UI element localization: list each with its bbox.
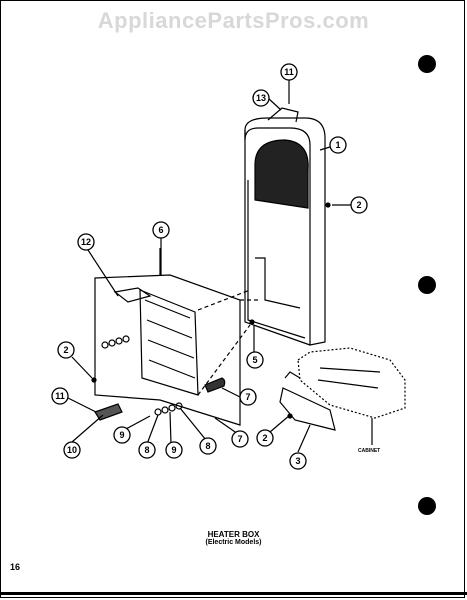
callout-11-left bbox=[51, 387, 69, 405]
bracket bbox=[279, 371, 336, 431]
callout-2-left bbox=[57, 341, 75, 359]
callout-9-a-label: 9 bbox=[119, 430, 124, 440]
callout-7-b-label: 7 bbox=[237, 434, 242, 444]
heater-element-plate bbox=[94, 248, 241, 426]
callout-8-a-label: 8 bbox=[144, 445, 149, 455]
callout-9-b-label: 9 bbox=[171, 445, 176, 455]
cabinet-label: CABINET bbox=[358, 448, 380, 454]
callout-9-b bbox=[165, 441, 183, 459]
callout-5-label: 5 bbox=[252, 355, 257, 365]
screw-10-11 bbox=[94, 403, 123, 421]
binder-hole-top bbox=[418, 55, 436, 73]
callout-7-b bbox=[231, 430, 249, 448]
watermark: AppliancePartsPros.com bbox=[97, 8, 370, 33]
callout-2-right bbox=[350, 196, 368, 214]
callout-1 bbox=[329, 136, 347, 154]
callout-9-a bbox=[113, 426, 131, 444]
cabinet-outline bbox=[297, 347, 406, 419]
callout-11-top bbox=[280, 63, 298, 81]
callout-7-a-label: 7 bbox=[245, 392, 250, 402]
heater-box-cover bbox=[244, 107, 326, 346]
callout-5 bbox=[246, 351, 264, 369]
callout-7-a bbox=[239, 388, 257, 406]
binder-hole-bottom bbox=[418, 497, 436, 515]
callout-10 bbox=[63, 441, 81, 459]
callout-6 bbox=[152, 221, 170, 239]
thermostat-7-upper bbox=[204, 377, 226, 393]
callout-8-b-label: 8 bbox=[205, 441, 210, 451]
callout-2-bottom bbox=[256, 429, 274, 447]
callout-13-label: 13 bbox=[256, 93, 266, 103]
callout-12 bbox=[77, 233, 95, 251]
page-number: 16 bbox=[10, 562, 21, 572]
diagram-title: HEATER BOX bbox=[207, 530, 260, 539]
callout-8-b bbox=[199, 437, 217, 455]
callout-11-top-label: 11 bbox=[284, 67, 294, 77]
callout-11-left-label: 11 bbox=[55, 391, 65, 401]
callout-2-bottom-label: 2 bbox=[262, 433, 267, 443]
callout-3 bbox=[289, 452, 307, 470]
callout-12-label: 12 bbox=[81, 237, 91, 247]
callout-3-label: 3 bbox=[295, 456, 300, 466]
callout-13 bbox=[252, 89, 270, 107]
callout-8-a bbox=[138, 441, 156, 459]
guide-lines bbox=[197, 289, 258, 396]
callout-1-label: 1 bbox=[335, 140, 340, 150]
diagram-subtitle: (Electric Models) bbox=[205, 539, 262, 546]
callout-2-right-label: 2 bbox=[356, 200, 361, 210]
binder-hole-middle bbox=[418, 276, 436, 294]
terminal-nuts bbox=[101, 335, 183, 416]
small-screws bbox=[91, 202, 331, 419]
callout-2-left-label: 2 bbox=[63, 345, 68, 355]
callout-6-label: 6 bbox=[158, 225, 163, 235]
leader-lines bbox=[67, 80, 373, 453]
bottom-rule bbox=[0, 592, 467, 595]
callout-10-label: 10 bbox=[67, 445, 77, 455]
